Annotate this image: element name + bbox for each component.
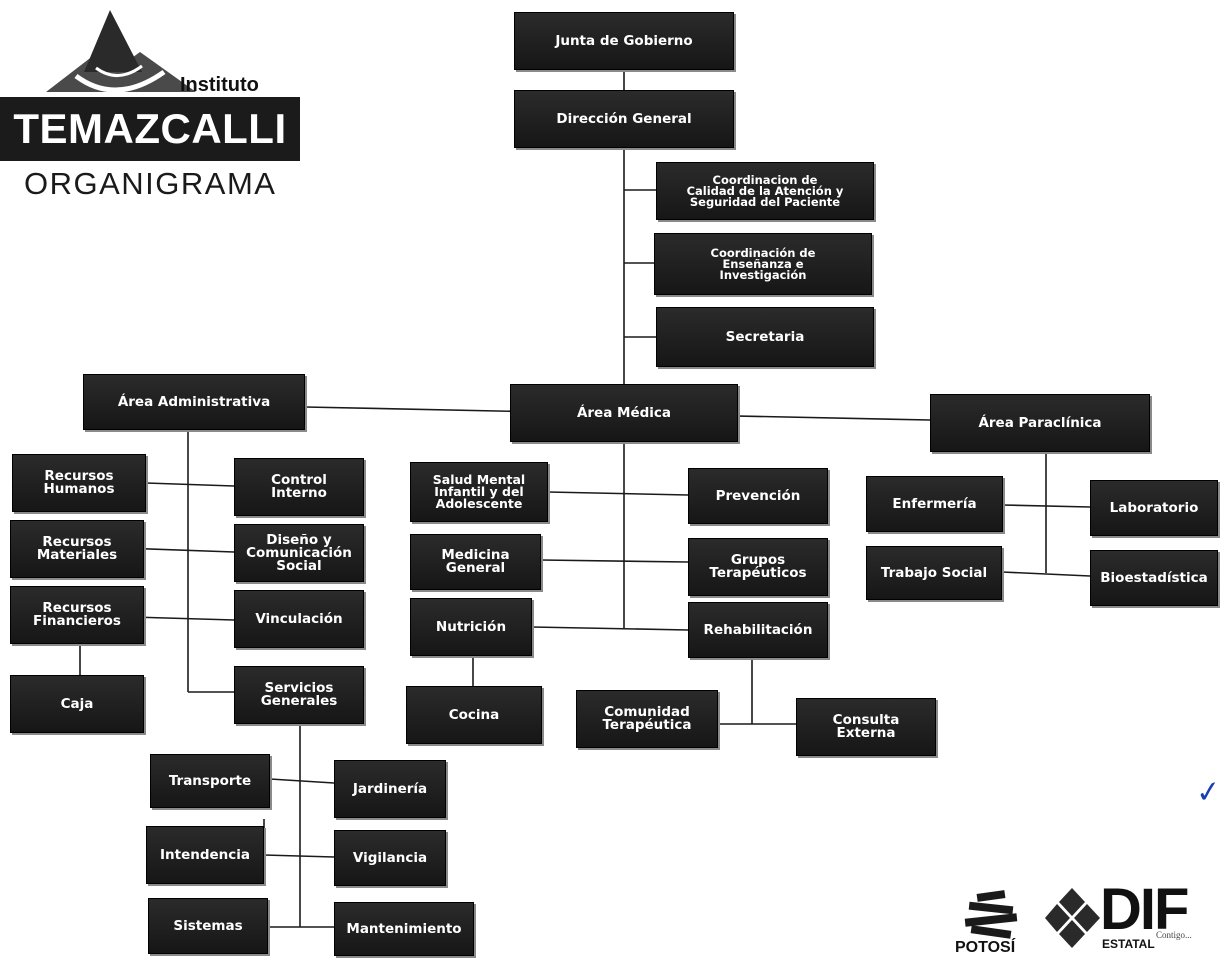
dif-tagline: Contigo...: [1156, 930, 1192, 940]
box-recursos-materiales: Recursos Materiales: [10, 520, 144, 578]
box-junta-de-gobierno: Junta de Gobierno: [514, 12, 734, 70]
checkmark-icon: ✓: [1194, 773, 1220, 812]
box-prevencion: Prevención: [688, 468, 828, 524]
box-diseno-comunicacion-social: Diseño y Comunicación Social: [234, 524, 364, 582]
logo-name-banner: TEMAZCALLI: [0, 97, 300, 161]
box-caja: Caja: [10, 675, 144, 733]
box-jardineria: Jardinería: [334, 760, 446, 818]
box-vigilancia: Vigilancia: [334, 830, 446, 886]
box-medicina-general: Medicina General: [410, 534, 541, 590]
box-control-interno: Control Interno: [234, 458, 364, 516]
box-secretaria: Secretaria: [656, 307, 874, 367]
logo-instituto-text: Instituto: [180, 74, 259, 96]
box-laboratorio: Laboratorio: [1090, 480, 1218, 536]
box-salud-mental: Salud Mental Infantil y del Adolescente: [410, 462, 548, 522]
box-cocina: Cocina: [406, 686, 542, 744]
box-area-medica: Área Médica: [510, 384, 738, 442]
box-nutricion: Nutrición: [410, 598, 532, 656]
page-title: ORGANIGRAMA: [24, 166, 277, 201]
box-coordinacion-ensenanza: Coordinación de Enseñanza e Investigació…: [654, 233, 872, 295]
box-enfermeria: Enfermería: [866, 476, 1003, 532]
box-intendencia: Intendencia: [146, 826, 264, 884]
box-vinculacion: Vinculación: [234, 590, 364, 648]
box-transporte: Transporte: [150, 754, 270, 808]
dif-emblem-icon: [1045, 888, 1100, 948]
box-coordinacion-calidad: Coordinacion de Calidad de la Atención y…: [656, 162, 874, 220]
potosi-logo-text: POTOSÍ: [955, 939, 1016, 956]
box-direccion-general: Dirección General: [514, 90, 734, 148]
temazcalli-mountain-logo: [46, 10, 196, 93]
box-recursos-financieros: Recursos Financieros: [10, 586, 144, 644]
box-rehabilitacion: Rehabilitación: [688, 602, 828, 658]
dif-logo-text: DIF: [1100, 877, 1189, 942]
box-consulta-externa: Consulta Externa: [796, 698, 936, 756]
box-mantenimiento: Mantenimiento: [334, 902, 474, 956]
box-area-administrativa: Área Administrativa: [83, 374, 305, 430]
box-servicios-generales: Servicios Generales: [234, 666, 364, 724]
dif-estatal-text: ESTATAL: [1102, 937, 1155, 951]
box-recursos-humanos: Recursos Humanos: [12, 454, 146, 512]
box-area-paraclinica: Área Paraclínica: [930, 394, 1150, 452]
box-comunidad-terapeutica: Comunidad Terapéutica: [576, 690, 718, 748]
potosi-emblem-icon: [964, 890, 1018, 939]
box-trabajo-social: Trabajo Social: [866, 546, 1002, 600]
box-bioestadistica: Bioestadística: [1090, 550, 1218, 606]
box-sistemas: Sistemas: [148, 898, 268, 954]
box-grupos-terapeuticos: Grupos Terapéuticos: [688, 538, 828, 596]
